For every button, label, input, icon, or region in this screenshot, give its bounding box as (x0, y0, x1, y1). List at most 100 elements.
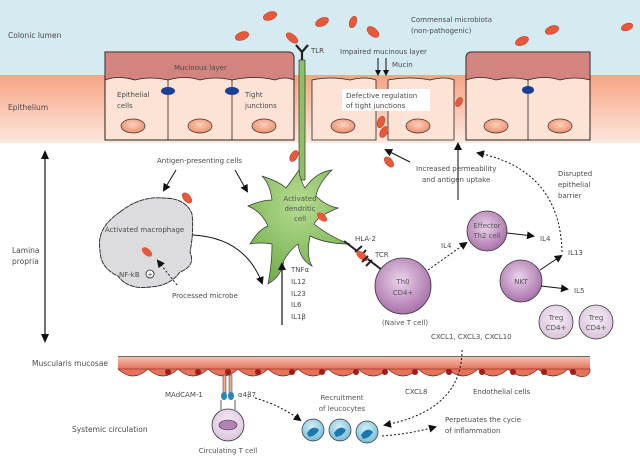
microbe (455, 97, 463, 107)
label-hla2: HLA-2 (355, 235, 376, 243)
label-disrupted-3: barrier (558, 192, 582, 200)
label-tight-junctions-1: Tight (244, 91, 263, 99)
cytokine: IL23 (291, 290, 306, 298)
nucleus (251, 118, 277, 134)
microbe (235, 31, 249, 41)
nucleus (483, 118, 509, 134)
label-perpetuates-2: of inflammation (445, 427, 500, 435)
microbe (263, 11, 277, 21)
label-th0-2: CD4+ (393, 289, 414, 297)
cytokine: IL12 (291, 278, 306, 286)
label-impaired-mucinous: Impaired mucinous layer (340, 48, 427, 56)
activated-dendritic-cell (247, 169, 351, 285)
label-processed-microbe: Processed microbe (172, 292, 238, 300)
epithelium-block-left (104, 51, 295, 141)
label-th0-1: Th0 (395, 278, 409, 286)
label-naive-t-cell: (Naive T cell) (382, 319, 428, 327)
microbe (515, 36, 529, 46)
label-commensal-2: (non-pathogenic) (411, 27, 472, 35)
epithelium-block-right (465, 51, 591, 141)
label-treg-2b: CD4+ (586, 324, 607, 332)
label-cxcl: CXCL1, CXCL3, CXCL10 (431, 333, 512, 341)
label-tcr: TCR (374, 251, 389, 259)
microbe (620, 22, 634, 32)
label-mucin: Mucin (392, 61, 413, 69)
label-tlr: TLR (310, 47, 324, 55)
label-endothelial: Endothelial cells (473, 388, 530, 396)
effector-th2-cell (466, 210, 508, 252)
label-increased-perm-2: and antigen uptake (422, 176, 490, 184)
label-increased-perm-1: Increased permeability (416, 165, 496, 173)
microbe (376, 115, 386, 129)
nucleus (547, 118, 573, 134)
label-antigen-presenting: Antigen-presenting cells (157, 157, 242, 165)
label-lamina-2: propria (12, 257, 39, 266)
epithelium-block-middle (311, 77, 455, 141)
treg-cell (538, 304, 574, 340)
nf-kb-plus-icon: + (145, 269, 155, 279)
label-effector-2: Th2 cell (472, 232, 500, 240)
label-lamina-1: Lamina (12, 246, 40, 255)
label-commensal-1: Commensal microbiota (411, 16, 492, 24)
label-disrupted-1: Disrupted (558, 170, 592, 178)
microbe (379, 126, 389, 138)
mucinous-layer (104, 51, 295, 81)
label-muscularis: Muscularis mucosae (32, 359, 108, 368)
label-circulating-t: Circulating T cell (199, 447, 257, 455)
t-cell-nucleus (218, 419, 238, 431)
hla-tcr-synapse (343, 240, 383, 271)
microbe (366, 26, 380, 38)
microbe (289, 150, 299, 162)
nkt-cell (499, 259, 543, 303)
madcam-integrin (220, 374, 236, 410)
nucleus (405, 118, 431, 134)
endothelium-vessel (117, 356, 591, 378)
cxcl-recruitment-arrow (383, 349, 463, 428)
label-treg-1: Treg (548, 314, 564, 322)
label-defective-1: Defective regulation (346, 92, 417, 100)
perpetuates-arrow (381, 424, 437, 437)
microbe (315, 17, 329, 27)
label-epithelium: Epithelium (8, 103, 48, 112)
tlr-receptor-icon (295, 44, 309, 60)
label-activated-macrophage: Activated macrophage (105, 226, 184, 234)
label-perpetuates-1: Perpetuates the cycle (445, 416, 521, 424)
label-nkt: NKT (514, 278, 528, 286)
nucleus (330, 118, 356, 134)
label-il4-left: IL4 (441, 242, 452, 250)
dendrite-process (295, 44, 309, 181)
nucleus (120, 118, 146, 134)
label-treg-1b: Treg (588, 314, 604, 322)
cytokine: IL6 (291, 301, 302, 309)
processed-microbe-icon (141, 247, 153, 257)
label-il4-right: IL4 (540, 235, 551, 243)
label-mucinous-layer: Mucinous layer (174, 64, 227, 72)
apc-arrows (162, 169, 248, 193)
label-dendritic-1: Activated (283, 195, 316, 203)
label-treg-2: CD4+ (546, 324, 567, 332)
processed-microbe-arrow (156, 259, 178, 286)
activated-macrophage (98, 197, 194, 288)
tight-junction (522, 86, 534, 94)
mucinous-layer-right (465, 51, 591, 81)
nucleus (187, 118, 213, 134)
permeability-arrows (384, 142, 563, 253)
label-tight-junctions-2: junctions (244, 102, 277, 110)
microbe (545, 25, 559, 35)
tight-junction (161, 87, 175, 95)
svg-text:+: + (147, 272, 152, 279)
microbe (316, 212, 328, 222)
treg-cell (578, 304, 614, 340)
commensal-microbes (182, 11, 634, 204)
tight-junction (225, 87, 239, 95)
cytokine: TNFα (290, 266, 310, 274)
microbe (182, 192, 192, 204)
label-il5: IL5 (574, 287, 584, 295)
label-a4b7: α4β7 (238, 391, 256, 399)
label-recruitment-2: of leucocytes (319, 405, 366, 413)
label-madcam: MAdCAM-1 (165, 391, 203, 399)
label-recruitment-1: Recruitment (320, 394, 363, 402)
th0-cd4-cell (374, 257, 432, 315)
cytokine: IL1β (291, 313, 306, 321)
